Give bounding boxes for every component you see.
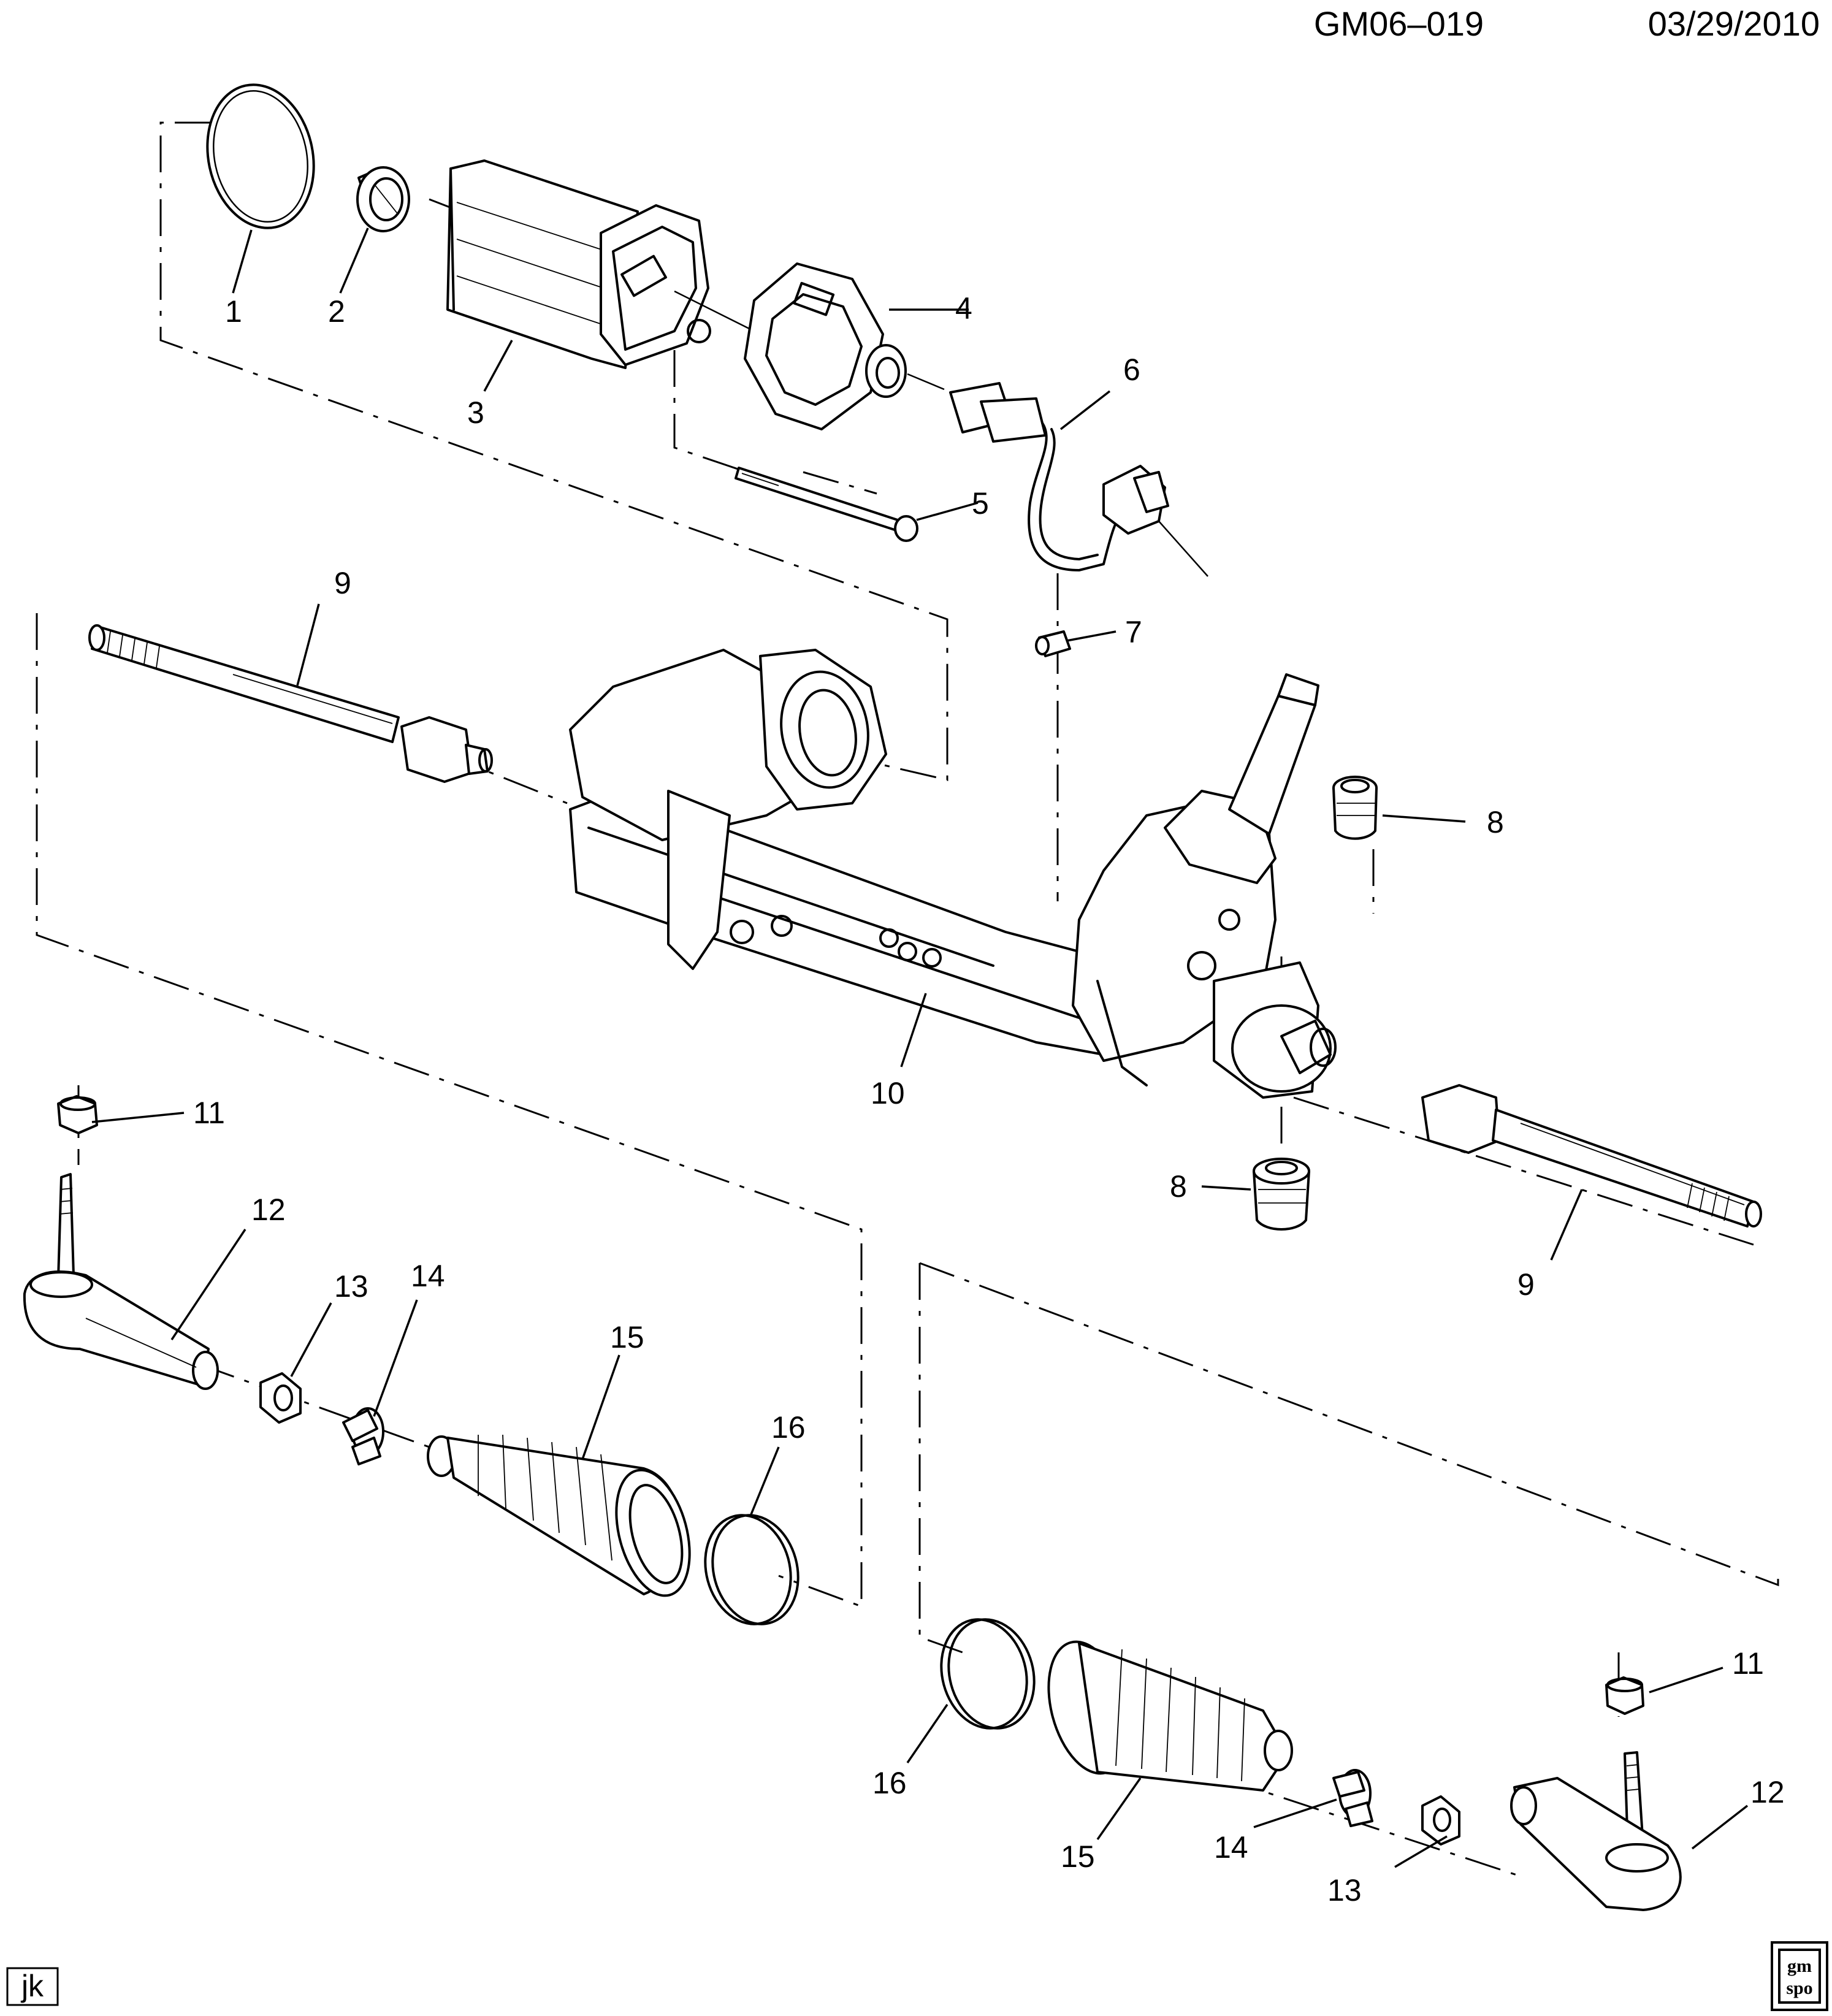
part-7-clip <box>1035 630 1071 657</box>
part-8-plug-upper <box>1332 776 1378 840</box>
part-5-bolt <box>735 467 918 542</box>
callout-14-right: 14 <box>1214 1830 1248 1865</box>
callout-8-upper: 8 <box>1487 805 1504 839</box>
callout-2: 2 <box>328 294 345 329</box>
part-16-ring-right <box>940 1618 1036 1730</box>
callout-9-right: 9 <box>1517 1267 1535 1302</box>
part-9-inner-tie-rod-right <box>1421 1084 1762 1228</box>
callout-13-right: 13 <box>1327 1873 1362 1907</box>
part-11-nut-left <box>57 1095 98 1134</box>
callout-1: 1 <box>225 294 242 329</box>
callout-10: 10 <box>871 1076 905 1110</box>
callout-labels: 1 2 3 4 5 6 7 8 8 9 9 10 11 11 12 12 13 … <box>193 291 1785 1907</box>
callout-16-left: 16 <box>771 1410 806 1445</box>
callout-7: 7 <box>1125 615 1142 649</box>
part-9-inner-tie-rod-left <box>88 624 493 783</box>
callout-9-left: 9 <box>334 566 351 600</box>
callout-13-left: 13 <box>334 1269 368 1304</box>
callout-11-left: 11 <box>193 1096 225 1130</box>
initials-box: jk <box>6 1967 59 2006</box>
part-15-boot-left <box>427 1434 691 1597</box>
callout-15-right: 15 <box>1061 1839 1095 1874</box>
gm-spo-logo: gm spo <box>1771 1941 1828 2011</box>
part-4-controller-module <box>744 262 945 430</box>
callout-11-right: 11 <box>1732 1646 1764 1681</box>
initials-text: jk <box>20 1969 44 2003</box>
part-12-outer-tie-rod-end-left <box>23 1173 219 1390</box>
logo-line-2: spo <box>1786 1978 1812 1998</box>
part-16-ring-left <box>704 1514 800 1625</box>
part-2-bearing <box>356 166 410 232</box>
part-8-plug-lower <box>1253 1158 1310 1231</box>
callout-12-left: 12 <box>251 1193 286 1227</box>
callout-5: 5 <box>972 486 989 521</box>
part-14-clamp-left <box>342 1407 384 1465</box>
callout-16-right: 16 <box>872 1766 907 1800</box>
callout-4: 4 <box>955 291 972 326</box>
part-6-wiring-harness <box>949 382 1208 577</box>
callout-leader-lines <box>91 227 1749 1868</box>
part-10-steering-gear <box>569 649 1337 1099</box>
callout-12-right: 12 <box>1750 1775 1785 1809</box>
callout-8-lower: 8 <box>1170 1169 1187 1204</box>
diagram-id: GM06–019 <box>1314 4 1484 43</box>
part-15-boot-right <box>1047 1640 1293 1792</box>
callout-15-left: 15 <box>610 1320 644 1354</box>
part-3-motor-housing <box>446 159 755 369</box>
callout-14-left: 14 <box>411 1259 445 1293</box>
diagram-date: 03/29/2010 <box>1648 4 1820 43</box>
part-12-outer-tie-rod-end-right <box>1510 1751 1682 1911</box>
part-13-jam-nut-left <box>259 1372 302 1424</box>
part-11-nut-right <box>1605 1676 1644 1715</box>
part-13-jam-nut-right <box>1421 1795 1460 1846</box>
callout-3: 3 <box>467 395 484 430</box>
callout-6: 6 <box>1123 353 1140 387</box>
part-14-clamp-right <box>1332 1769 1373 1827</box>
part-1-seal-ring <box>206 83 315 229</box>
logo-line-1: gm <box>1787 1956 1812 1976</box>
